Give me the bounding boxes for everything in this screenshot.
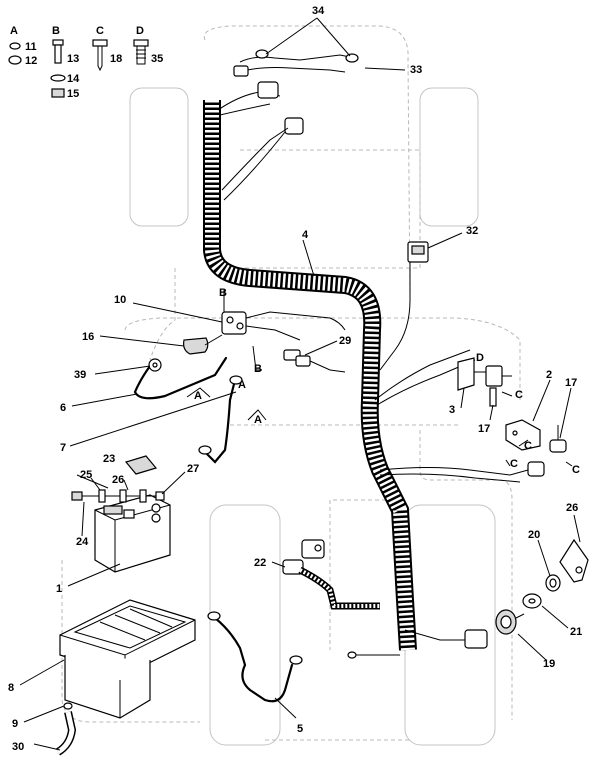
callout-25: 25 — [80, 469, 92, 481]
battery-pad-23 — [124, 455, 158, 475]
washer-21 — [522, 593, 542, 609]
threaded-screw-head-icon — [133, 39, 149, 47]
switch-bracket-top — [485, 365, 512, 407]
headlight-connector — [257, 81, 279, 99]
callout-27: 27 — [187, 463, 199, 475]
key-part-12: 12 — [25, 55, 37, 67]
headlight-bulb-right — [345, 53, 359, 63]
tag-c-1: C — [515, 389, 523, 401]
drain-hose-30 — [55, 702, 77, 756]
callout-20: 20 — [528, 529, 540, 541]
key-part-35: 35 — [151, 53, 163, 65]
spacer-20 — [545, 574, 561, 592]
connector-tags: B B A A A D C C C C — [186, 287, 580, 476]
harness-connector-top — [284, 117, 304, 135]
callout-5: 5 — [297, 723, 303, 735]
tag-a-left: A — [194, 390, 202, 402]
tag-c-2: C — [524, 440, 532, 452]
tag-b-lower: B — [254, 363, 262, 375]
key-part-18: 18 — [110, 53, 122, 65]
key-part-13: 13 — [67, 53, 79, 65]
battery-hardware — [71, 455, 165, 503]
nut-icon — [8, 55, 22, 65]
callout-23: 23 — [103, 453, 115, 465]
tag-a-mid: A — [254, 414, 262, 426]
callout-17-right: 17 — [565, 377, 577, 389]
tag-b-solenoid: B — [219, 287, 227, 299]
callout-21: 21 — [570, 626, 582, 638]
screw-head-icon — [92, 39, 108, 47]
tag-c-3: C — [510, 458, 518, 470]
tag-c-4: C — [572, 464, 580, 476]
callout-leaders — [19, 17, 581, 751]
flat-washer-icon — [50, 74, 66, 82]
callout-10: 10 — [114, 294, 126, 306]
key-group-b: B — [52, 25, 60, 37]
callout-6: 6 — [60, 402, 66, 414]
callout-22: 22 — [254, 557, 266, 569]
callout-26-right: 26 — [566, 502, 578, 514]
callout-19: 19 — [543, 658, 555, 670]
switch-17 — [549, 425, 567, 453]
battery-cable-6 — [133, 356, 228, 400]
callout-7: 7 — [60, 442, 66, 454]
callout-3: 3 — [449, 404, 455, 416]
tag-a-solenoid: A — [238, 379, 246, 391]
bracket-3 — [457, 357, 490, 391]
key-group-a: A — [10, 25, 18, 37]
starter-solenoid-10 — [221, 311, 346, 341]
lock-washer-icon — [9, 42, 21, 50]
callout-4: 4 — [302, 229, 309, 241]
seat-switch-22 — [282, 539, 380, 610]
ground-cable-5 — [207, 611, 303, 703]
key-28 — [559, 538, 589, 583]
callout-labels: 1 2 3 4 5 6 7 8 9 10 16 17 17 19 20 21 2… — [8, 5, 582, 753]
bolt-icon — [52, 39, 64, 46]
bracket-2 — [505, 419, 541, 451]
battery-1 — [94, 494, 171, 573]
fuse-holder-29 — [283, 349, 346, 373]
tag-d-bracket: D — [476, 352, 484, 364]
battery-cable-7 — [198, 375, 243, 464]
harness-right-branches — [347, 255, 529, 659]
callout-29: 29 — [339, 335, 351, 347]
key-group-d: D — [136, 25, 144, 37]
ignition-switch-19 — [495, 609, 525, 635]
key-group-c: C — [96, 25, 104, 37]
callout-16: 16 — [82, 331, 94, 343]
callout-2: 2 — [546, 369, 552, 381]
battery-tray-8 — [59, 599, 196, 719]
connector-c-right — [527, 461, 545, 477]
callout-8: 8 — [8, 682, 14, 694]
key-part-11: 11 — [25, 41, 37, 53]
callout-24: 24 — [76, 536, 89, 548]
hex-nut-icon — [51, 88, 65, 98]
key-part-14: 14 — [67, 73, 80, 85]
callout-39: 39 — [74, 369, 86, 381]
hardware-key: A B C D 11 12 13 14 15 18 35 — [8, 25, 163, 100]
callout-17-left: 17 — [478, 423, 490, 435]
terminal-cap-16 — [183, 334, 223, 355]
callout-33: 33 — [410, 64, 422, 76]
headlight-bulb-left — [255, 49, 269, 59]
callout-1: 1 — [56, 583, 62, 595]
callout-34: 34 — [312, 5, 325, 17]
callout-9: 9 — [12, 718, 18, 730]
harness-top-branches — [217, 49, 359, 201]
harness-connector-bottom — [464, 629, 488, 649]
callout-32: 32 — [466, 225, 478, 237]
callout-26-battery: 26 — [112, 474, 124, 486]
switch-32 — [407, 241, 429, 263]
key-part-15: 15 — [67, 88, 79, 100]
main-wire-harness — [203, 100, 417, 651]
callout-30: 30 — [12, 741, 24, 753]
